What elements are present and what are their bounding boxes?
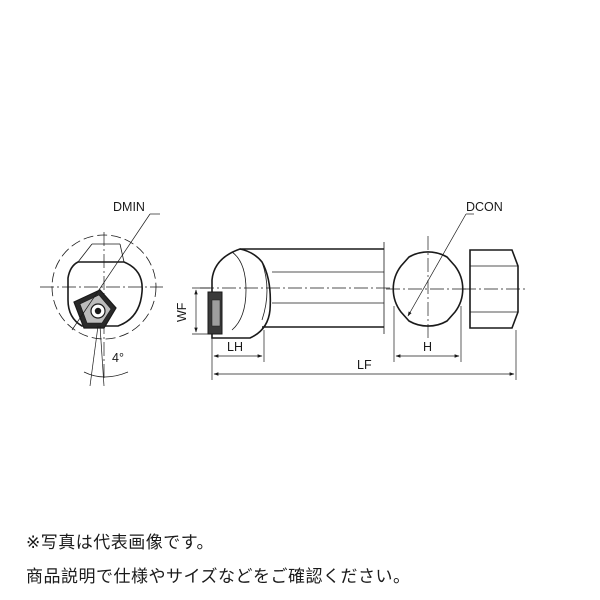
angle-label: 4° bbox=[112, 351, 124, 365]
head-curve bbox=[231, 251, 247, 331]
insert-screw-inner bbox=[94, 307, 102, 315]
end-view-flat-3 bbox=[119, 243, 125, 263]
angle-arc bbox=[83, 371, 129, 378]
side-insert-face bbox=[211, 299, 221, 327]
angle-tilt-line bbox=[89, 325, 99, 387]
side-view bbox=[192, 242, 392, 362]
dcon-leader bbox=[407, 213, 467, 317]
confirm-spec-note: 商品説明で仕様やサイズなどをご確認ください。 bbox=[26, 567, 411, 587]
head-outline bbox=[211, 248, 272, 339]
end-view-flat bbox=[77, 243, 93, 263]
lf-label: LF bbox=[357, 358, 372, 372]
rear-view bbox=[462, 249, 526, 329]
wf-label: WF bbox=[175, 302, 189, 322]
representative-image-note: ※写真は代表画像です。 bbox=[26, 533, 215, 553]
dcon-label: DCON bbox=[466, 200, 503, 214]
dmin-label: DMIN bbox=[113, 200, 145, 214]
h-label: H bbox=[423, 340, 432, 354]
dmin-leader bbox=[71, 213, 151, 331]
head-curve-2 bbox=[261, 261, 268, 321]
lf-dimension bbox=[211, 330, 517, 380]
lh-label: LH bbox=[227, 340, 243, 354]
angle-ref-line bbox=[99, 325, 105, 387]
end-view bbox=[40, 213, 163, 387]
cross-section-view bbox=[386, 213, 474, 362]
